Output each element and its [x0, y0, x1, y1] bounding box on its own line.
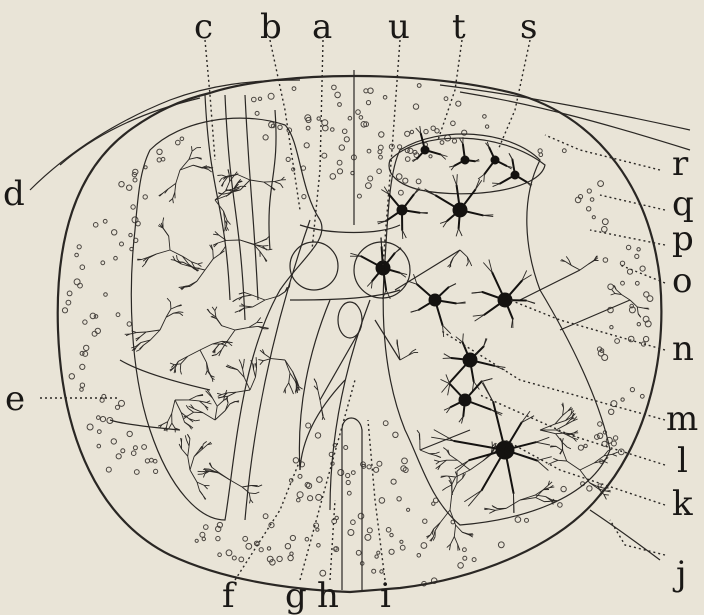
- label-c: c: [194, 7, 213, 47]
- neuron-dendrite: [465, 160, 475, 161]
- label-d: d: [3, 174, 25, 214]
- label-i: i: [380, 576, 391, 615]
- neuron-dendrite: [505, 300, 526, 301]
- label-q: q: [672, 184, 694, 224]
- fiber-branch: [225, 220, 226, 227]
- label-a: a: [312, 7, 332, 47]
- neuron-dendrite: [459, 210, 460, 228]
- fiber-branch: [213, 250, 214, 259]
- fiber-branch: [544, 501, 550, 502]
- label-s: s: [520, 7, 537, 47]
- fiber-branch: [179, 312, 183, 313]
- label-o: o: [672, 261, 692, 301]
- fiber-branch: [244, 359, 245, 363]
- label-n: n: [672, 329, 694, 369]
- label-g: g: [285, 576, 307, 615]
- fiber-branch: [204, 469, 209, 470]
- fiber-branch: [180, 364, 181, 370]
- fiber-branch: [229, 174, 230, 182]
- fiber-branch: [227, 220, 228, 226]
- fiber-branch: [484, 509, 489, 510]
- label-m: m: [666, 399, 698, 439]
- label-b: b: [260, 7, 282, 47]
- neuron-dendrite-branch: [483, 215, 494, 216]
- label-k: k: [672, 484, 693, 524]
- label-e: e: [5, 379, 25, 419]
- label-r: r: [672, 144, 689, 184]
- label-h: h: [317, 576, 339, 615]
- fiber-branch: [419, 434, 420, 440]
- fiber-branch: [137, 332, 146, 333]
- fiber-branch: [225, 227, 226, 232]
- fiber-branch: [194, 412, 203, 413]
- label-u: u: [388, 7, 410, 47]
- neuron-dendrite-branch: [492, 183, 500, 184]
- label-t: t: [452, 7, 466, 47]
- fiber-branch: [192, 146, 193, 151]
- fiber-branch: [218, 397, 222, 398]
- label-l: l: [677, 441, 688, 481]
- label-p: p: [672, 219, 694, 259]
- fiber-branch: [263, 246, 269, 247]
- neuron-dendrite-branch: [484, 174, 485, 182]
